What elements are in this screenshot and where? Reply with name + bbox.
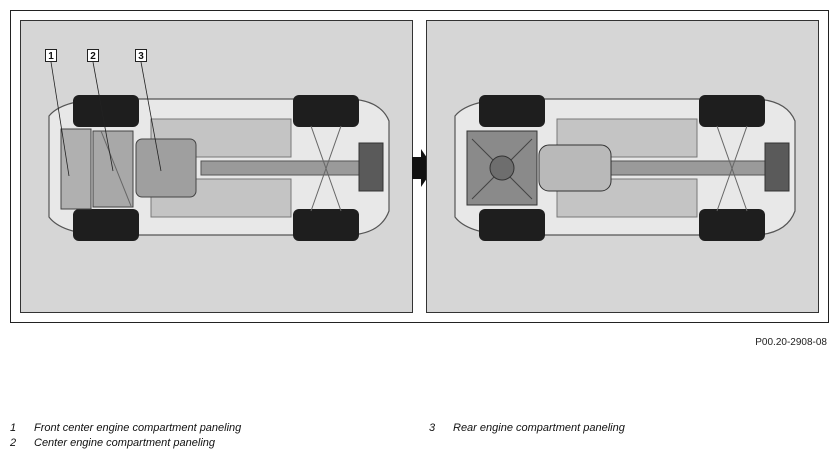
legend-item-3: 3 Rear engine compartment paneling xyxy=(429,422,625,434)
callout-3: 3 xyxy=(135,49,147,62)
panel-with-paneling: 1 2 3 xyxy=(20,20,413,313)
legend-item-1: 1 Front center engine compartment panelin… xyxy=(10,422,241,434)
panel-without-paneling xyxy=(426,20,819,313)
callout-1: 1 xyxy=(45,49,57,62)
figure-reference: P00.20-2908-08 xyxy=(755,337,827,348)
legend-text: Front center engine compartment paneling xyxy=(34,422,242,434)
arrow-right-icon xyxy=(412,149,434,187)
vehicle-underbody-with-paneling xyxy=(48,61,390,241)
legend-number: 3 xyxy=(429,422,436,434)
vehicle-underbody-without-paneling xyxy=(454,95,796,241)
legend-number: 1 xyxy=(10,422,17,434)
legend-text: Center engine compartment paneling xyxy=(34,437,216,449)
legend-number: 2 xyxy=(10,437,17,449)
figure-frame: 1 2 3 xyxy=(10,10,829,323)
callout-2: 2 xyxy=(87,49,99,62)
legend-text: Rear engine compartment paneling xyxy=(453,422,625,434)
legend-item-2: 2 Center engine compartment paneling xyxy=(10,437,215,449)
